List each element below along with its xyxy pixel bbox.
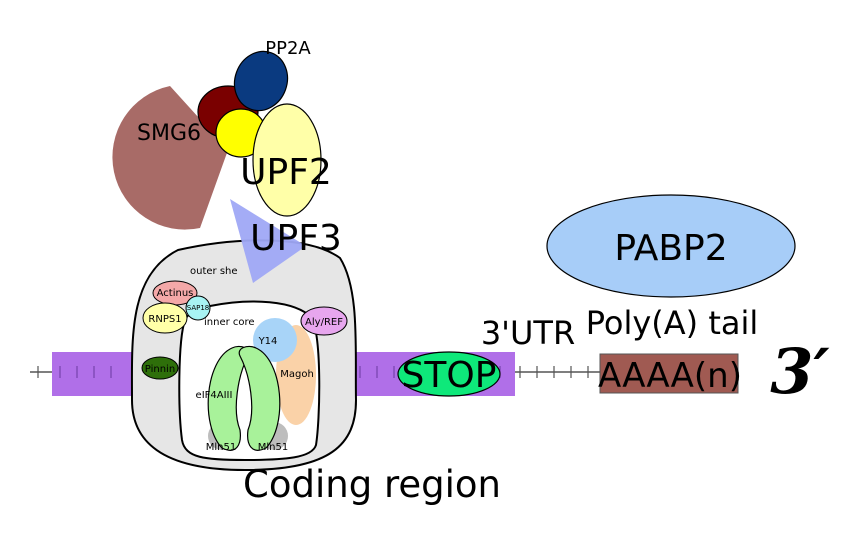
- outer-shell-label: outer she: [190, 266, 238, 277]
- inner-core-label: inner core: [204, 317, 255, 328]
- upf2-protein: [252, 103, 322, 217]
- sap18-label: SAP18: [187, 304, 210, 312]
- smg6-protein: [112, 86, 228, 230]
- pp2a-label: PP2A: [265, 38, 311, 59]
- eif4aiii-right-lobe: [238, 345, 281, 451]
- coding-region-label: Coding region: [243, 463, 501, 506]
- pabp2-protein: [546, 194, 796, 298]
- mln51-left-label: Mln51: [206, 442, 236, 453]
- magoh-label: Magoh: [280, 369, 314, 380]
- pinnin-protein: [141, 356, 179, 380]
- stop-codon: [397, 351, 501, 397]
- aly-ref-protein: [300, 306, 348, 336]
- pinnin-label: Pinnin: [145, 364, 175, 375]
- stop-label: STOP: [402, 355, 497, 396]
- poly-a-box: [599, 353, 739, 394]
- upf3-label: UPF3: [250, 218, 342, 259]
- smg6-label: SMG6: [137, 121, 201, 146]
- aaaa-label: AAAA(n): [598, 356, 742, 396]
- pabp2-label: PABP2: [614, 228, 727, 269]
- y14-label: Y14: [258, 336, 278, 347]
- upf3-protein: [230, 199, 306, 283]
- upf2-label: UPF2: [240, 152, 332, 193]
- actinus-label: Actinus: [157, 288, 194, 299]
- mln51-right-label: Mln51: [258, 442, 288, 453]
- pp2a-blue-subunit: [233, 50, 289, 112]
- sap18-protein: [185, 295, 211, 321]
- rnps1-protein: [142, 302, 188, 334]
- utr-3-label: 3'UTR: [481, 314, 575, 352]
- eif4aiii-label: eIF4AIII: [196, 390, 233, 401]
- poly-a-tail-label: Poly(A) tail: [586, 304, 759, 342]
- y14-protein: [253, 318, 297, 362]
- three-prime-end-label: 3′: [770, 335, 830, 408]
- rnps1-label: RNPS1: [148, 314, 181, 325]
- aly-ref-label: Aly/REF: [305, 317, 343, 328]
